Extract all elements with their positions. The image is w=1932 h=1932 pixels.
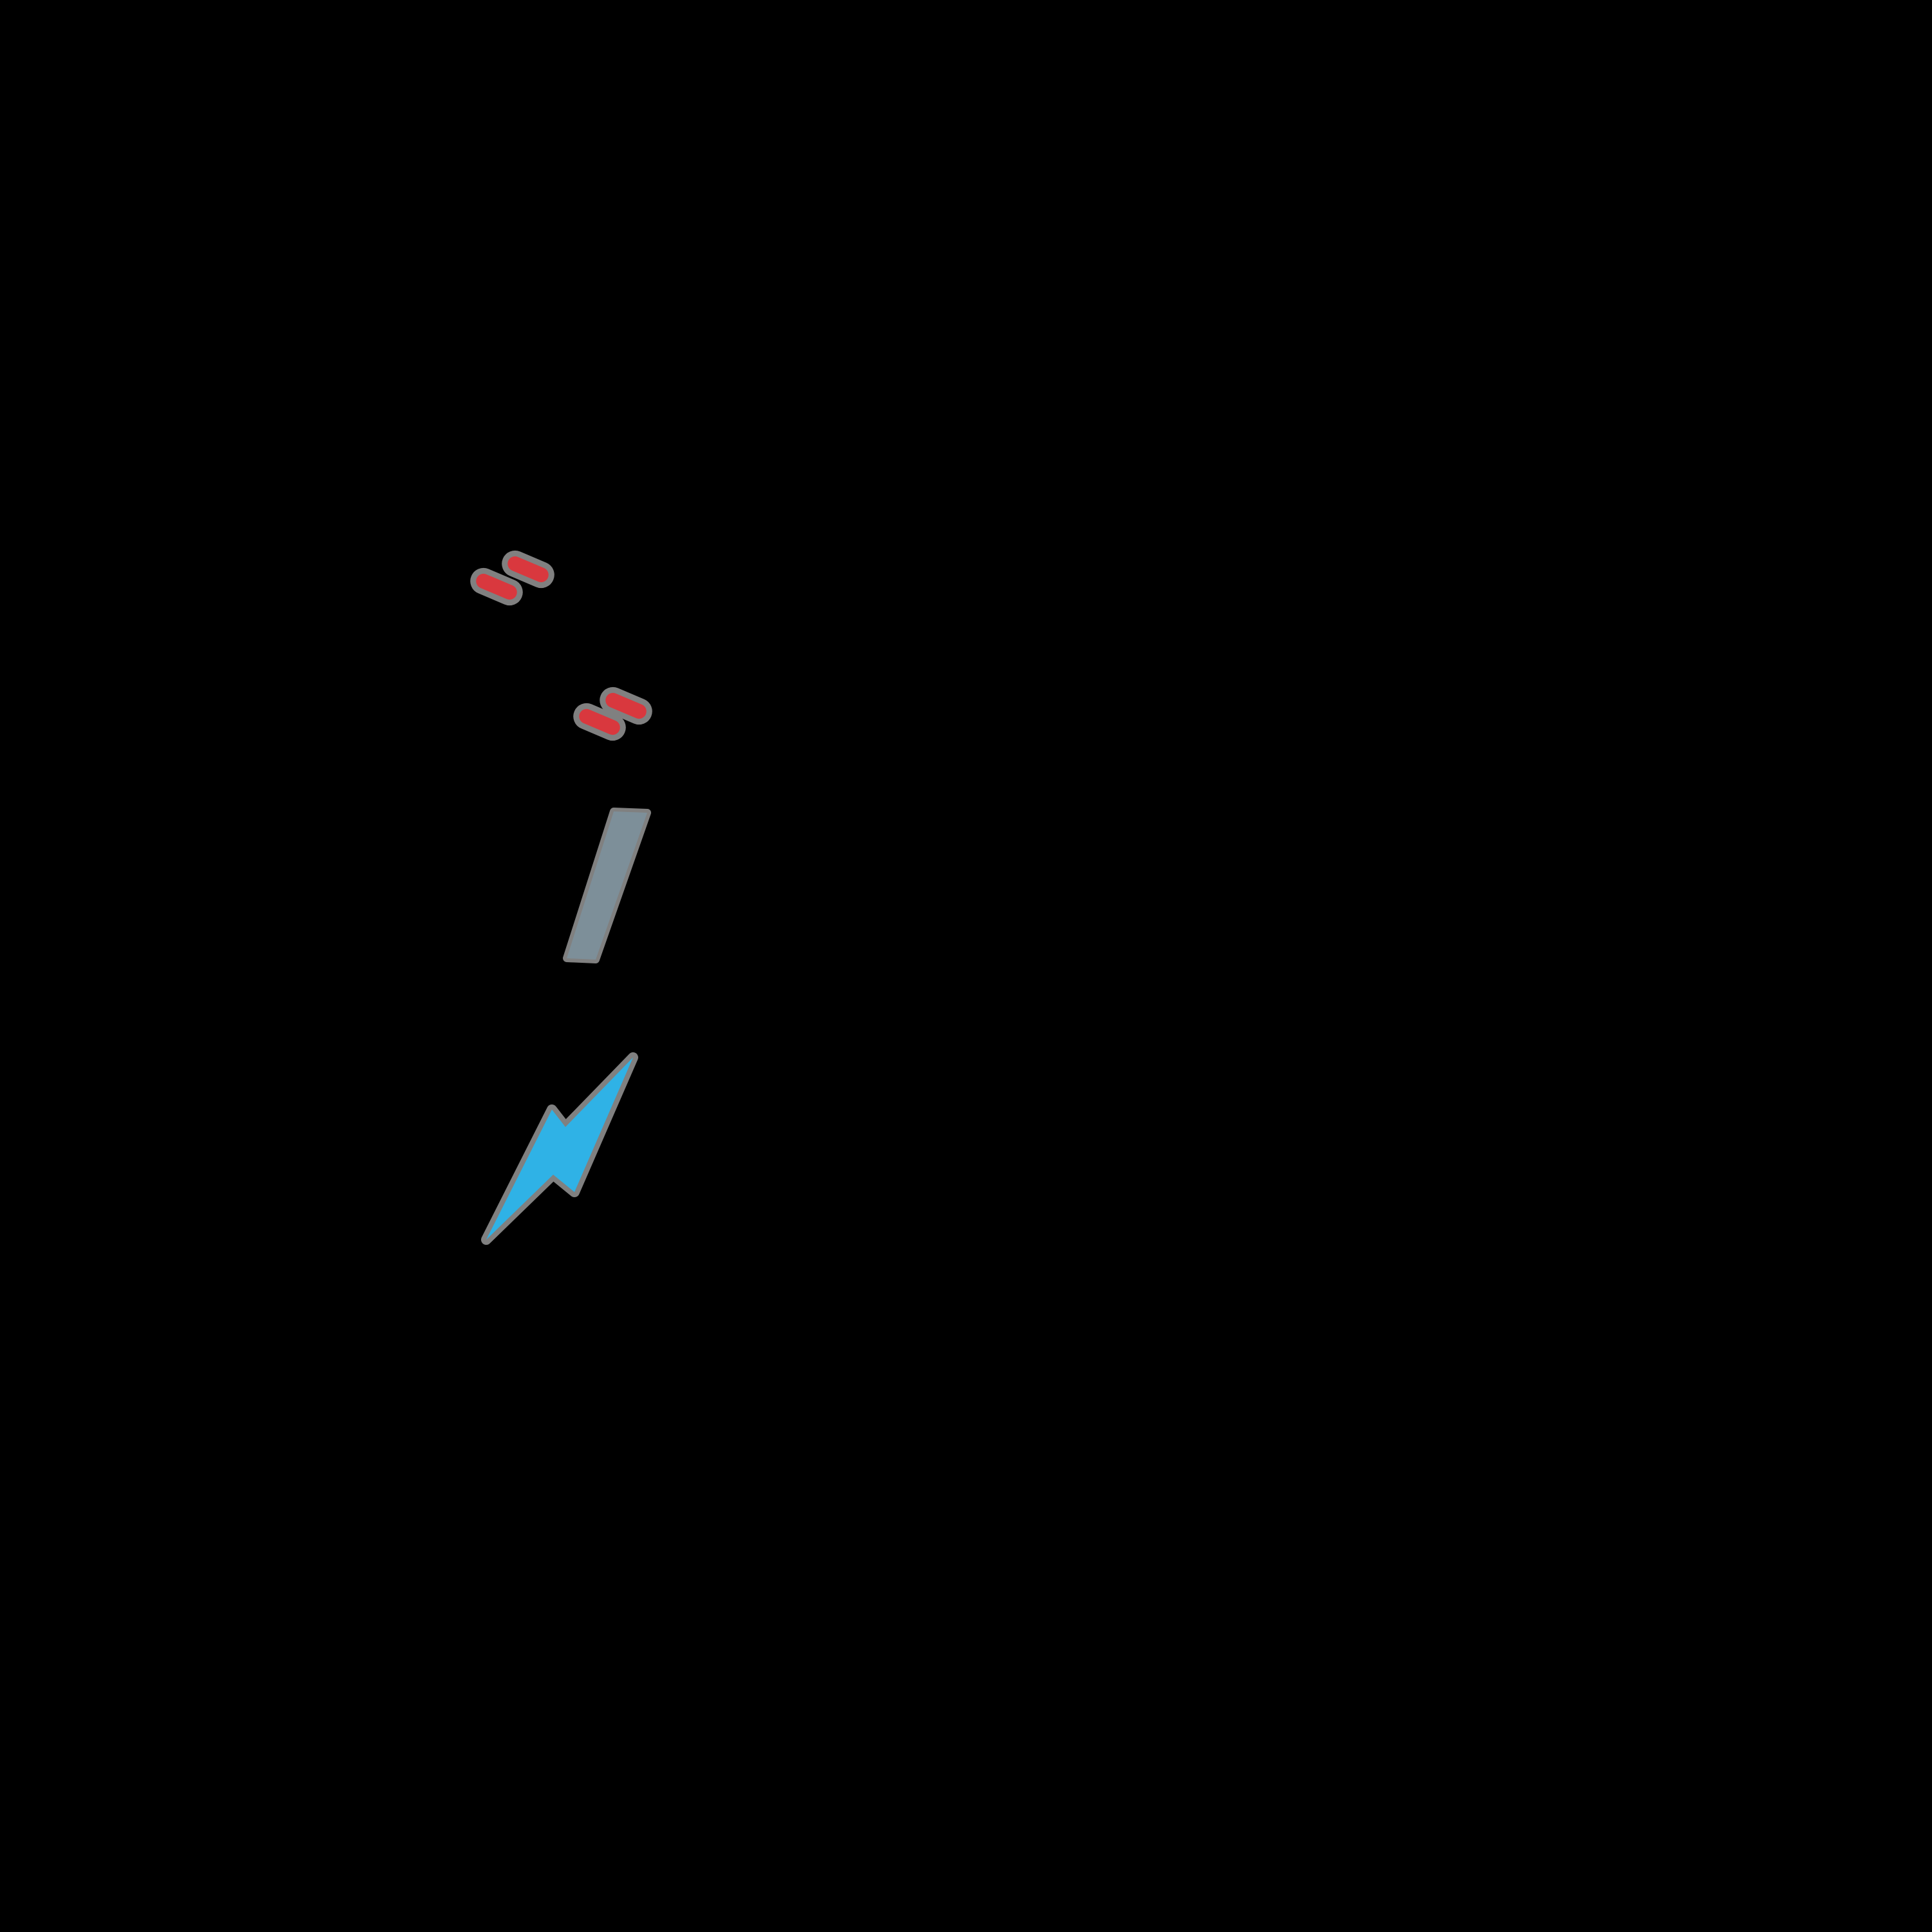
speed-dash-pair-upper: [470, 550, 554, 606]
speed-dash-pair-lower: [573, 687, 652, 741]
diagonal-bar: [563, 808, 651, 963]
speed-dash: [470, 567, 523, 606]
diagonal-bar-group: [563, 808, 651, 963]
lightning-bolt-group: [481, 1052, 638, 1245]
speed-dash: [600, 687, 652, 725]
speed-dash: [573, 703, 626, 741]
speed-dash-group: [470, 550, 652, 741]
lightning-bolt-icon: [481, 1052, 638, 1245]
speed-dash: [502, 550, 554, 589]
